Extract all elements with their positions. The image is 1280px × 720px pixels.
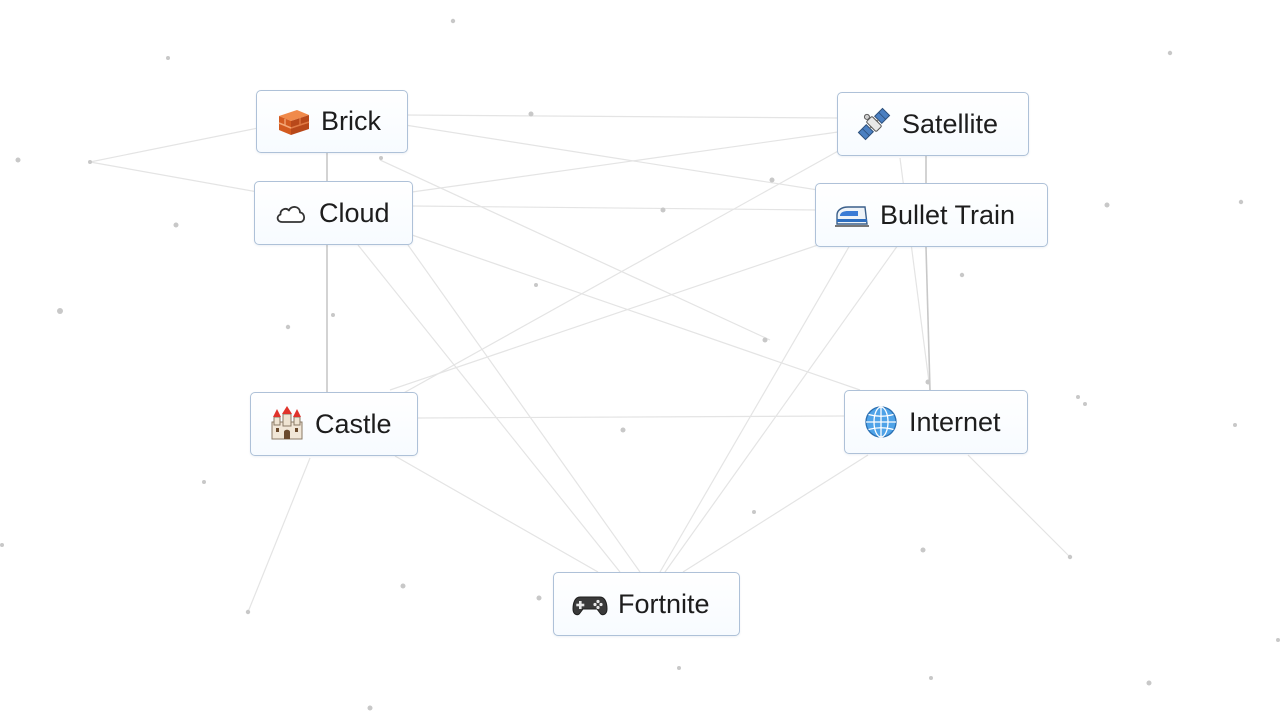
element-label: Brick xyxy=(321,106,381,136)
globe-icon xyxy=(863,404,899,440)
element-bullet-train[interactable]: Bullet Train xyxy=(815,183,1048,247)
faint-connections xyxy=(89,114,1071,613)
bullet-train-icon xyxy=(834,197,870,233)
element-internet[interactable]: Internet xyxy=(844,390,1028,454)
brick-icon xyxy=(275,104,311,140)
game-controller-icon xyxy=(572,586,608,622)
element-label: Bullet Train xyxy=(880,199,1016,230)
element-label: Cloud xyxy=(319,197,390,228)
element-satellite[interactable]: Satellite xyxy=(837,92,1029,156)
direct-connections xyxy=(326,152,931,393)
background-particles xyxy=(0,18,1280,711)
element-castle[interactable]: Castle xyxy=(250,392,418,456)
element-label: Fortnite xyxy=(618,588,710,619)
element-cloud[interactable]: Cloud xyxy=(254,181,413,245)
element-brick[interactable]: Brick xyxy=(256,90,408,153)
cloud-icon xyxy=(273,195,309,231)
castle-icon xyxy=(269,406,305,442)
element-label: Castle xyxy=(315,408,392,439)
element-label: Internet xyxy=(909,406,1001,437)
satellite-icon xyxy=(856,106,892,142)
element-fortnite[interactable]: Fortnite xyxy=(553,572,740,636)
element-label: Satellite xyxy=(902,108,999,139)
